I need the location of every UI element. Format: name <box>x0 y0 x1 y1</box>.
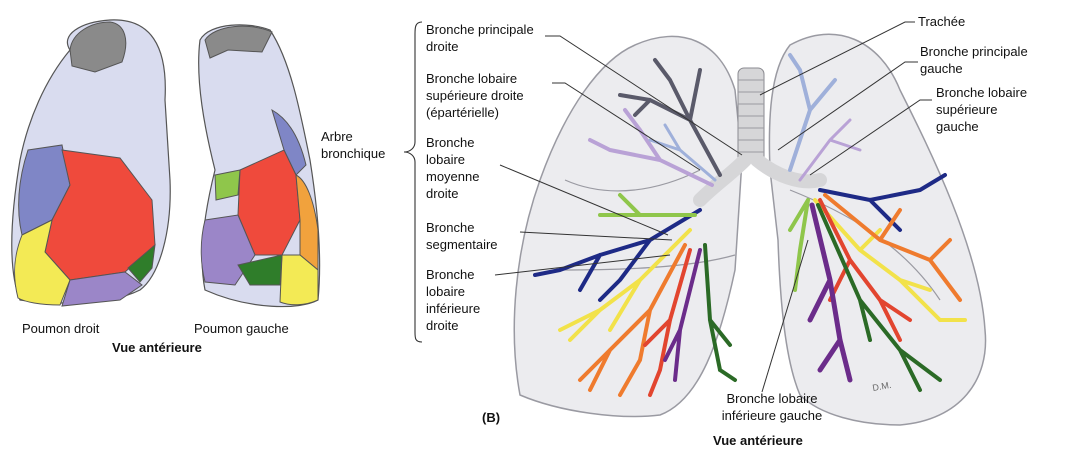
left-lung-segments <box>199 25 320 307</box>
label-bronche-principale-droite: Bronche principale droite <box>426 21 551 55</box>
left-lung-caption: Poumon gauche <box>194 321 289 336</box>
panel-letter-b: (B) <box>482 409 500 426</box>
right-view-caption: Vue antérieure <box>713 432 803 449</box>
label-bronche-lobaire-moyenne-droite: Bronche lobaire moyenne droite <box>426 134 496 202</box>
label-arbre-bronchique: Arbre bronchique <box>321 128 403 162</box>
label-bronche-lobaire-inferieure-gauche: Bronche lobaire inférieure gauche <box>702 390 842 424</box>
label-trachee: Trachée <box>918 13 998 30</box>
arbre-bronchique-bracket <box>404 22 422 342</box>
right-lung-segments <box>12 20 170 306</box>
left-view-caption: Vue antérieure <box>112 340 202 355</box>
label-bronche-segmentaire: Bronche segmentaire <box>426 219 516 253</box>
label-bronche-principale-gauche: Bronche principale gauche <box>920 43 1045 77</box>
label-bronche-lobaire-inferieure-droite: Bronche lobaire inférieure droite <box>426 266 496 334</box>
label-bronche-lobaire-superieure-droite: Bronche lobaire supérieure droite (épart… <box>426 70 558 121</box>
right-lung-caption: Poumon droit <box>22 321 100 336</box>
label-bronche-lobaire-superieure-gauche: Bronche lobaire supérieure gauche <box>936 84 1028 135</box>
